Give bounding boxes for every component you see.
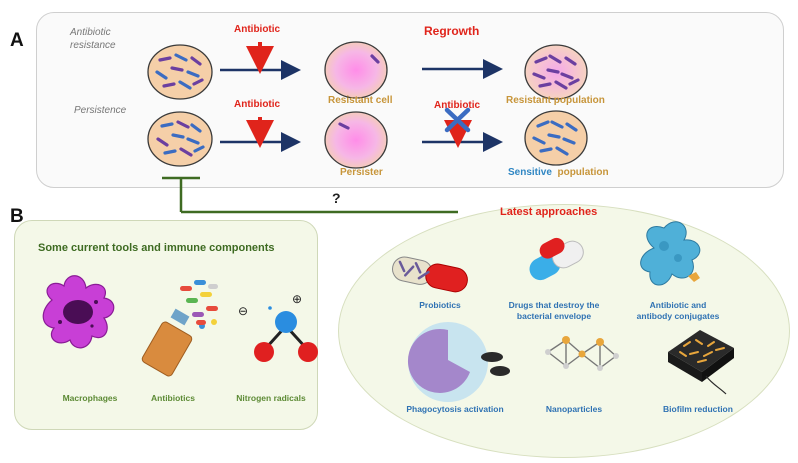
persister-cell — [324, 111, 388, 169]
nanoparticles-label: Nanoparticles — [545, 404, 603, 414]
resistant-population-label: Resistant population — [506, 95, 605, 106]
question-mark: ? — [332, 190, 341, 206]
antibiotic-label-row1: Antibiotic — [234, 24, 281, 35]
macrophages-label: Macrophages — [62, 393, 118, 403]
panel-b-letter: B — [10, 206, 24, 227]
row1-label-line2: resistance — [70, 40, 116, 51]
probiotics-label: Probiotics — [419, 300, 461, 310]
nitrogen-radical-icon — [254, 306, 318, 362]
sensitive-population-label: Sensitive population — [508, 167, 609, 178]
nitrogen-radicals-label: Nitrogen radicals — [236, 393, 306, 403]
resistant-cell-label: Resistant cell — [328, 95, 393, 106]
phagocytosis-icon — [407, 322, 510, 402]
panel-a-letter: A — [10, 30, 24, 51]
phagocytosis-label: Phagocytosis activation — [406, 404, 504, 414]
bacteria-cell-row2-left — [147, 111, 213, 167]
inhibition-connector — [162, 176, 458, 214]
conjugates-label-line2: antibody conjugates — [636, 311, 720, 321]
macrophage-icon — [42, 275, 115, 349]
resistant-population-cell — [524, 44, 588, 100]
conjugates-label-line1: Antibiotic and — [649, 300, 707, 310]
row2-label: Persistence — [74, 105, 127, 116]
tools-title: Some current tools and immune components — [38, 242, 275, 254]
probiotics-capsule-icon — [392, 256, 468, 293]
approaches-title: Latest approaches — [500, 206, 598, 218]
antibiotic-label-row2: Antibiotic — [234, 99, 281, 110]
antibiotics-bottle-icon — [141, 280, 218, 377]
row1-label: Antibiotic resistance — [70, 26, 140, 52]
biofilm-icon — [668, 330, 734, 395]
drugs-label: Drugs that destroy the bacterial envelop… — [508, 300, 600, 321]
resistant-cell — [324, 41, 388, 99]
sensitive-population-cell — [524, 110, 588, 166]
persister-label: Persister — [340, 167, 383, 178]
drug-capsule-icon — [529, 237, 584, 281]
conjugates-label: Antibiotic and antibody conjugates — [628, 300, 728, 322]
population-word: population — [557, 167, 609, 178]
biofilm-label: Biofilm reduction — [663, 404, 733, 414]
row1-label-line1: Antibiotic — [70, 27, 111, 38]
bacteria-cell-row1-left — [147, 44, 213, 100]
plus-charge-icon: ⊕ — [292, 292, 303, 306]
regrowth-label: Regrowth — [424, 24, 480, 38]
antibody-conjugate-icon — [640, 221, 701, 286]
antibiotics-label: Antibiotics — [151, 393, 195, 403]
minus-charge-icon: ⊖ — [238, 304, 249, 318]
sensitive-word: Sensitive — [508, 167, 552, 178]
antibiotic-label-row2-right: Antibiotic — [434, 100, 481, 111]
nanoparticles-icon — [545, 336, 619, 371]
blocked-cross-icon — [444, 107, 471, 133]
